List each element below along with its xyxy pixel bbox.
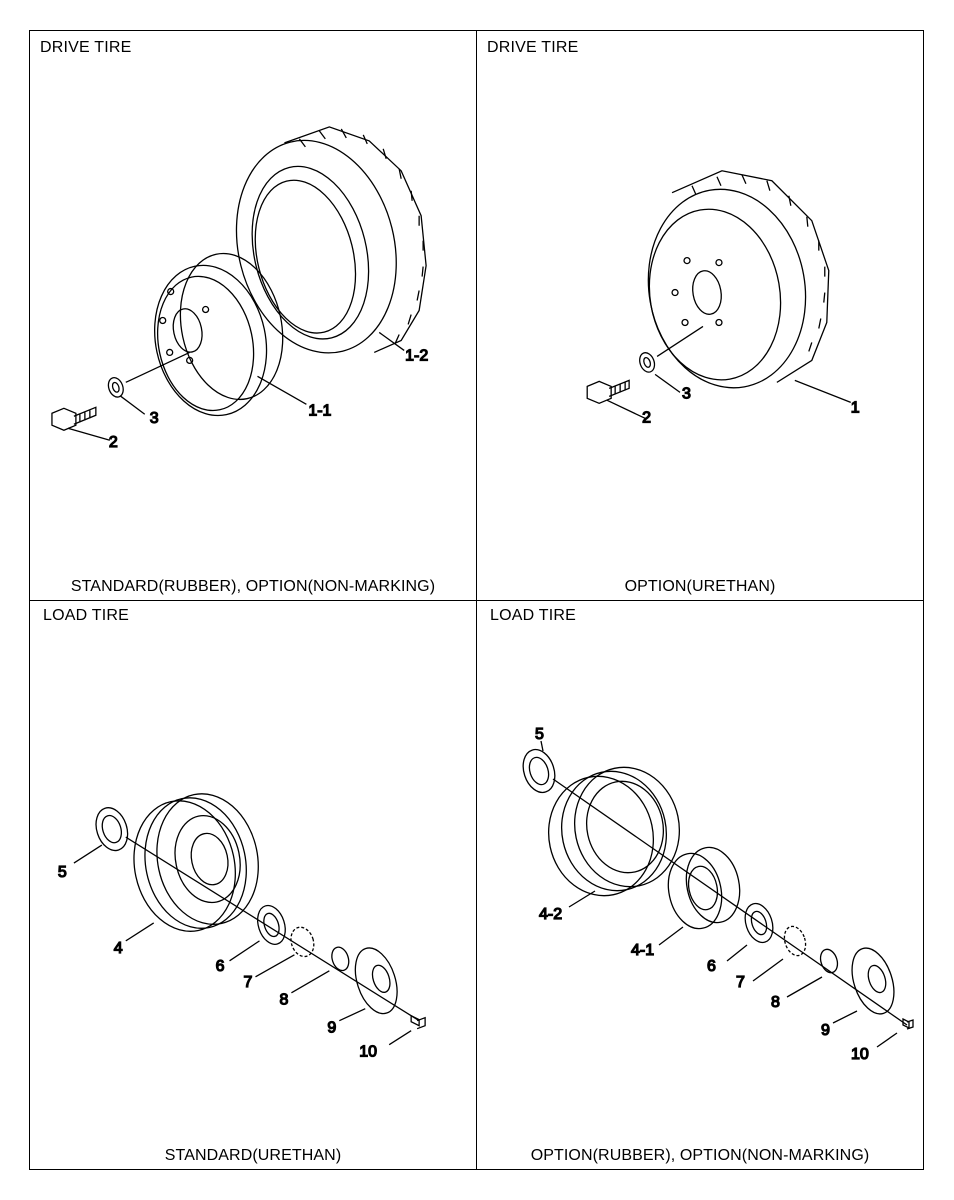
panel-load-tire-standard: LOAD TIRE — [30, 601, 477, 1169]
drive-tire-urethan-drawing: 1 2 3 — [586, 170, 860, 427]
load-bearing-outer — [522, 748, 556, 794]
callout-bolt: 2 — [109, 434, 118, 451]
drive-tire-urethan — [647, 170, 830, 389]
bolt-part — [51, 406, 97, 431]
panel-caption: OPTION(RUBBER), OPTION(NON-MARKING) — [530, 1147, 870, 1164]
callout-washer: 3 — [150, 410, 159, 427]
callout-seal: 8 — [279, 992, 288, 1009]
callout-wheel: 4-1 — [631, 942, 654, 959]
callout-lock-washer: 7 — [736, 974, 745, 991]
lock-washer — [290, 926, 315, 958]
callout-leaders — [606, 373, 851, 419]
callout-seal: 8 — [771, 994, 780, 1011]
callout-lock-washer: 7 — [244, 974, 253, 991]
panel-caption: OPTION(URETHAN) — [624, 578, 776, 595]
callout-leaders — [67, 331, 405, 441]
panel-load-tire-option: LOAD TIRE — [477, 601, 923, 1169]
load-bearing-inner — [744, 902, 774, 944]
parts-diagram-sheet: DRIVE TIRE — [29, 30, 924, 1170]
assembly-axis-line — [656, 325, 704, 357]
washer-part — [639, 352, 656, 373]
callout-leaders — [73, 844, 412, 1046]
callout-cover: 9 — [327, 1020, 336, 1037]
panel-drive-tire-standard: DRIVE TIRE — [30, 31, 477, 601]
panel-drive-tire-urethan: DRIVE TIRE — [477, 31, 923, 601]
panel-title: DRIVE TIRE — [40, 39, 132, 56]
assembly-axis-line — [552, 778, 908, 1026]
drive-wheel-rim — [154, 252, 284, 417]
load-bearing-outer — [95, 807, 129, 852]
callout-tire: 4-2 — [539, 906, 562, 923]
drive-tire-rubber — [235, 126, 427, 354]
load-tire-standard-drawing: 5 4 6 7 8 9 10 — [57, 793, 426, 1061]
load-tire-urethan — [133, 793, 259, 932]
callout-bearing-inner: 6 — [216, 958, 225, 975]
assembly-axis-line — [125, 836, 420, 1022]
hub-cover — [851, 947, 895, 1015]
load-bearing-inner — [257, 904, 286, 945]
assembly-axis-line — [125, 351, 190, 383]
panel-title: LOAD TIRE — [43, 607, 129, 624]
callout-tire: 4 — [114, 940, 123, 957]
callout-washer: 3 — [682, 385, 691, 402]
callout-leaders — [540, 740, 898, 1048]
load-tire-rubber — [547, 766, 681, 897]
drive-tire-exploded-drawing: 1-2 1-1 2 3 — [51, 126, 429, 452]
bolt-part — [586, 379, 630, 405]
hub-cover — [354, 947, 398, 1015]
callout-bearing-inner: 6 — [707, 958, 716, 975]
callout-bearing-outer: 5 — [535, 726, 544, 743]
load-wheel-rim — [667, 846, 741, 930]
load-tire-option-drawing: 5 4-2 4-1 6 7 8 9 10 — [522, 725, 914, 1064]
seal — [331, 946, 350, 972]
callout-tire: 1-2 — [405, 347, 428, 364]
lock-washer — [783, 925, 807, 957]
panel-title: LOAD TIRE — [490, 607, 576, 624]
callout-bolt: 10 — [851, 1046, 869, 1063]
callout-wheel: 1-1 — [308, 402, 331, 419]
callout-bolt: 10 — [359, 1044, 377, 1061]
panel-caption: STANDARD(URETHAN) — [164, 1147, 342, 1164]
washer-part — [107, 377, 124, 398]
callout-bearing-outer: 5 — [58, 864, 67, 881]
panel-title: DRIVE TIRE — [487, 39, 579, 56]
callout-bolt: 2 — [642, 409, 651, 426]
callout-cover: 9 — [821, 1022, 830, 1039]
seal — [819, 948, 839, 974]
panel-caption: STANDARD(RUBBER), OPTION(NON-MARKING) — [70, 578, 436, 595]
callout-tire: 1 — [851, 399, 860, 416]
